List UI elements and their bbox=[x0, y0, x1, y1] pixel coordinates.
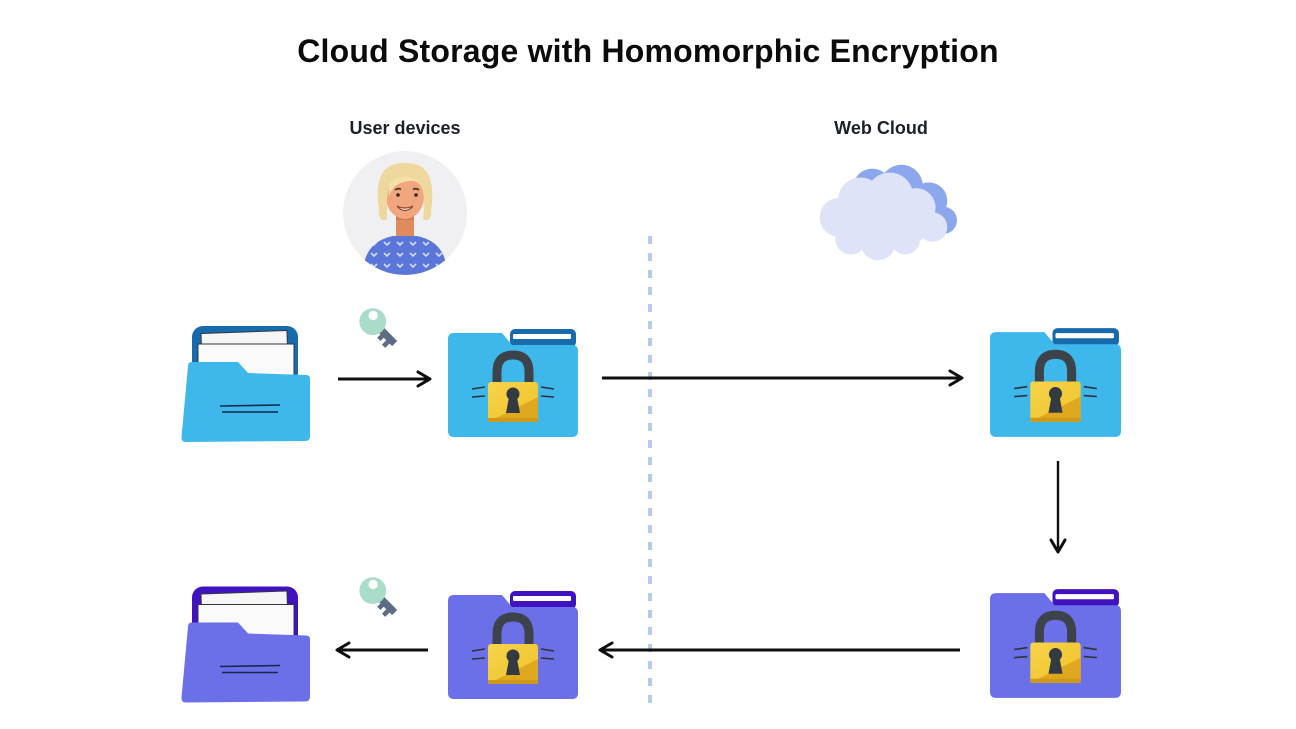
open-folder-documents-icon bbox=[176, 580, 314, 706]
locked-folder-icon bbox=[986, 583, 1125, 702]
lane-label-web-cloud: Web Cloud bbox=[834, 118, 928, 138]
woman-avatar-icon bbox=[343, 151, 467, 275]
key-icon bbox=[348, 570, 412, 634]
locked-folder-icon bbox=[986, 322, 1125, 441]
lane-label-user-devices: User devices bbox=[349, 118, 461, 138]
key-icon bbox=[348, 301, 412, 365]
locked-folder-icon bbox=[444, 323, 582, 441]
open-folder-documents-icon bbox=[176, 320, 314, 445]
cloud-icon bbox=[803, 157, 961, 269]
locked-folder-icon bbox=[444, 585, 582, 703]
page-title: Cloud Storage with Homomorphic Encryptio… bbox=[297, 33, 999, 69]
